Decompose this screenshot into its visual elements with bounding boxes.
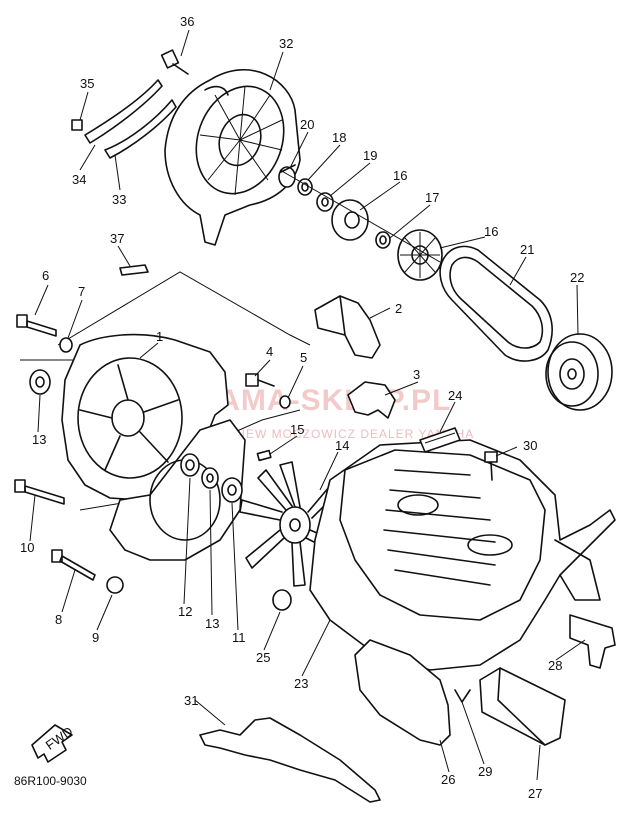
callout-19: 19: [363, 148, 377, 163]
part-27-pad: [479, 667, 566, 746]
callout-25: 25: [256, 650, 270, 665]
callout-23: 23: [294, 676, 308, 691]
part-31-seal: [199, 717, 381, 803]
watermark-main: YAMA-SKLEP.PL: [200, 384, 451, 417]
part-22-pulley: [545, 333, 613, 411]
callout-36: 36: [180, 14, 194, 29]
part-23-shroud: [309, 439, 616, 671]
watermark: YAMA-SKLEP.PL ZBIGNIEW MOCZOWICZ DEALER …: [74, 354, 474, 441]
callout-6: 6: [42, 268, 49, 283]
part-16-pulley-half-b: [397, 229, 443, 281]
part-18-washer: [297, 178, 313, 196]
callout-15: 15: [290, 422, 304, 437]
callout-20: 20: [300, 117, 314, 132]
part-7-washer: [59, 337, 73, 353]
part-37-plate: [119, 264, 149, 276]
part-29-clip: [454, 689, 471, 703]
part-33-34-strips: [71, 79, 177, 159]
part-11-bearing: [221, 477, 243, 503]
part-5-washer: [279, 395, 291, 409]
drawing-code: 86R100-9030: [14, 774, 87, 788]
part-9-washer: [106, 576, 124, 594]
part-13-bearing-right: [201, 467, 219, 489]
part-4-bolt: [245, 373, 275, 387]
part-2-duct: [314, 295, 381, 359]
callout-7: 7: [78, 284, 85, 299]
callout-3: 3: [413, 367, 420, 382]
part-14-fan: [239, 461, 346, 587]
callout-10: 10: [20, 540, 34, 555]
callout-2: 2: [395, 301, 402, 316]
callout-35: 35: [80, 76, 94, 91]
callout-16b: 16: [484, 224, 498, 239]
part-12-bearing: [180, 453, 200, 477]
callout-37: 37: [110, 231, 124, 246]
callout-18: 18: [332, 130, 346, 145]
part-17-washer: [375, 231, 391, 249]
callout-34: 34: [72, 172, 86, 187]
callout-33: 33: [112, 192, 126, 207]
part-36-bolt: [160, 49, 189, 75]
callout-12: 12: [178, 604, 192, 619]
leader-lines: [29, 29, 586, 781]
callout-5: 5: [300, 350, 307, 365]
callout-11: 11: [232, 630, 246, 645]
callout-31: 31: [184, 693, 198, 708]
callout-16a: 16: [393, 168, 407, 183]
callout-labels: 36 32 35 34 33 20 18 19 16 17 16 21 22 3…: [20, 14, 584, 801]
callout-1: 1: [156, 329, 163, 344]
callout-27: 27: [528, 786, 542, 801]
callout-28: 28: [548, 658, 562, 673]
part-24-label: [419, 427, 461, 453]
callout-29: 29: [478, 764, 492, 779]
part-28-block: [569, 614, 616, 669]
inner-housing: [109, 419, 246, 561]
part-15-key: [256, 449, 272, 462]
callout-30: 30: [523, 438, 537, 453]
callout-21: 21: [520, 242, 534, 257]
callout-4: 4: [266, 344, 273, 359]
part-10-bolt: [14, 479, 65, 505]
part-30-screw: [484, 451, 498, 481]
callout-26: 26: [441, 772, 455, 787]
part-13-bearing-left: [29, 369, 51, 395]
callout-13b: 13: [205, 616, 219, 631]
part-25-cap: [272, 589, 292, 611]
fwd-arrow: FWD: [31, 724, 76, 763]
part-3-bracket: [347, 381, 396, 419]
callout-22: 22: [570, 270, 584, 285]
part-26-baffle: [354, 639, 451, 746]
callout-8: 8: [55, 612, 62, 627]
part-19-washer: [316, 192, 334, 212]
watermark-sub: ZBIGNIEW MOCZOWICZ DEALER YAMAHA: [200, 427, 474, 441]
part-8-bolt: [51, 549, 96, 581]
callout-32: 32: [279, 36, 293, 51]
callout-13a: 13: [32, 432, 46, 447]
assembly-lines: [20, 271, 311, 511]
callout-24: 24: [448, 388, 462, 403]
part-16-pulley-half-a: [331, 199, 369, 241]
callout-9: 9: [92, 630, 99, 645]
callout-17: 17: [425, 190, 439, 205]
callout-14: 14: [335, 438, 349, 453]
part-21-v-belt: [439, 245, 553, 362]
part-6-bolt: [16, 314, 57, 337]
part-32-fan-housing: [164, 69, 301, 246]
